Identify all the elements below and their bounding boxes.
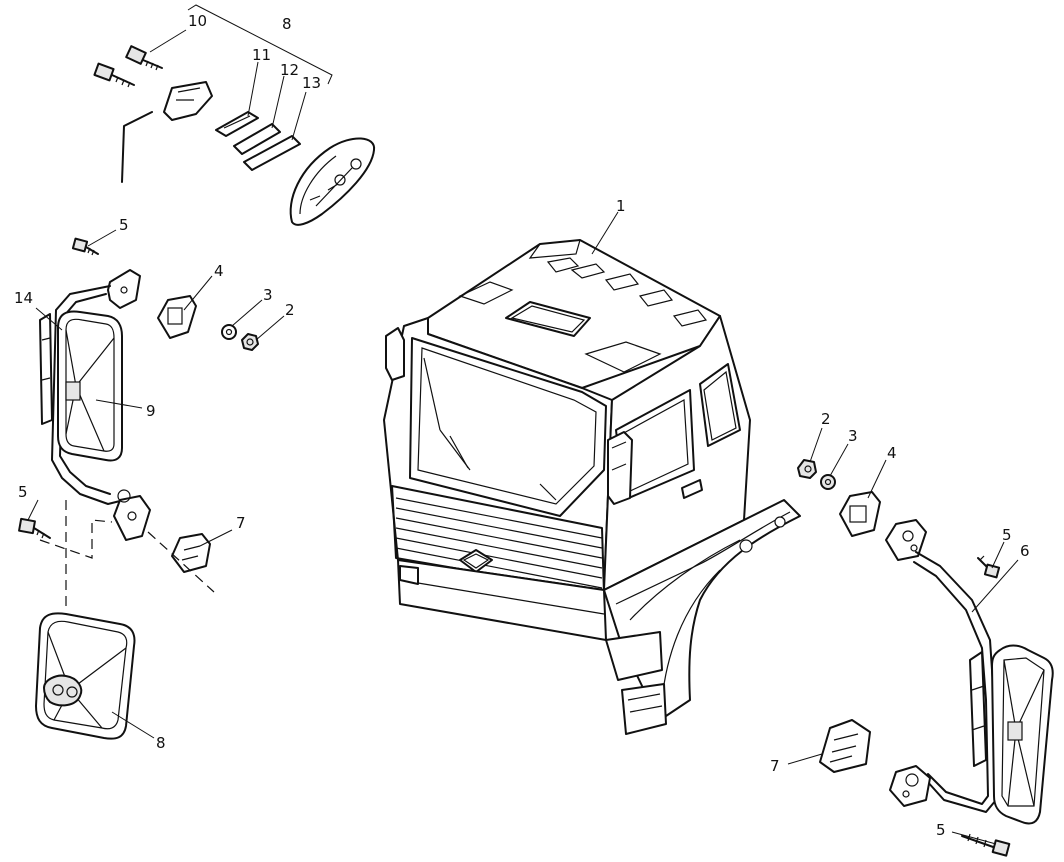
callout-7-right: 7 bbox=[770, 757, 780, 775]
gasket-4-right bbox=[839, 491, 881, 537]
callout-5-right-mid: 5 bbox=[1002, 526, 1012, 544]
callout-11: 11 bbox=[252, 46, 271, 64]
bolt-5-mid-left bbox=[18, 517, 51, 539]
assembly-guide-lines bbox=[39, 500, 215, 612]
callout-4-left: 4 bbox=[214, 262, 224, 280]
bolt-5-top-left bbox=[71, 237, 99, 256]
callout-10: 10 bbox=[188, 12, 207, 30]
leader-lines bbox=[27, 29, 1019, 845]
mirror-8-left-lower bbox=[35, 612, 136, 740]
clamp-block bbox=[163, 81, 213, 121]
callout-13: 13 bbox=[302, 74, 321, 92]
callout-8-top: 8 bbox=[282, 15, 292, 33]
callout-2-right: 2 bbox=[821, 410, 831, 428]
spacer-13 bbox=[243, 135, 301, 171]
callout-5-right-bottom: 5 bbox=[936, 821, 946, 839]
cover-7-right bbox=[819, 719, 871, 773]
spacer-11 bbox=[215, 111, 259, 137]
bracket-8-group bbox=[187, 4, 333, 85]
mirror-arm-left bbox=[51, 285, 125, 505]
callout-8-bottom: 8 bbox=[156, 734, 166, 752]
bolt-5-right-bottom bbox=[961, 833, 1011, 857]
bolt-10-upper bbox=[125, 45, 163, 71]
callout-3-left: 3 bbox=[263, 286, 273, 304]
nut-2-left bbox=[241, 333, 259, 351]
cover-7-left bbox=[171, 533, 211, 573]
mount-plate-left-upper bbox=[107, 269, 141, 309]
mount-plate-left-lower bbox=[113, 489, 151, 541]
callout-2-left: 2 bbox=[285, 301, 295, 319]
mirror-6-right bbox=[969, 644, 1054, 825]
truck-cab bbox=[383, 239, 801, 735]
callout-5-top-left: 5 bbox=[119, 216, 129, 234]
washer-3-right bbox=[820, 474, 836, 490]
callout-4-right: 4 bbox=[887, 444, 897, 462]
callout-6: 6 bbox=[1020, 542, 1030, 560]
bolt-5-right-mid bbox=[977, 555, 1001, 579]
bolt-10-lower bbox=[93, 62, 135, 88]
mount-plate-right-upper bbox=[885, 519, 927, 561]
callout-3-right: 3 bbox=[848, 427, 858, 445]
callout-5-mid-left: 5 bbox=[18, 483, 28, 501]
spacer-12 bbox=[233, 123, 281, 155]
callout-12: 12 bbox=[280, 61, 299, 79]
lamp-housing bbox=[289, 137, 376, 226]
mirror-frame-14 bbox=[39, 313, 53, 425]
callout-1: 1 bbox=[616, 197, 626, 215]
callout-9: 9 bbox=[146, 402, 156, 420]
mirror-9-left bbox=[57, 310, 123, 462]
allen-key bbox=[121, 111, 153, 183]
washer-3-left bbox=[221, 324, 237, 340]
callout-14: 14 bbox=[14, 289, 33, 307]
nut-2-right bbox=[797, 459, 817, 479]
mount-plate-right-lower bbox=[889, 765, 931, 807]
callout-7-left: 7 bbox=[236, 514, 246, 532]
